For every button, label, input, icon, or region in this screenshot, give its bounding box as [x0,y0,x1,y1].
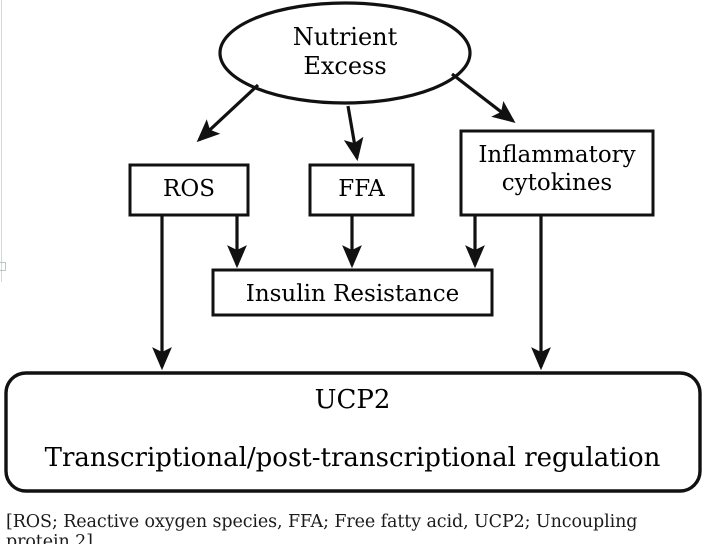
figure-caption: [ROS; Reactive oxygen species, FFA; Free… [6,512,638,544]
node-insulin-resistance [211,268,494,317]
node-ucp2 [4,371,702,493]
node-nutrient-excess [218,1,472,105]
node-ffa [308,163,415,217]
scan-artifact-line [1,0,2,282]
node-inflammatory-cytokines [459,129,655,217]
scan-artifact-mark [0,262,6,271]
edge-nutrient-excess-to-ffa [343,105,364,162]
edge-nutrient-excess-to-ros [196,83,260,143]
edge-nutrient-excess-to-inflammatory-cytokines [451,72,516,123]
node-ros [128,163,250,217]
